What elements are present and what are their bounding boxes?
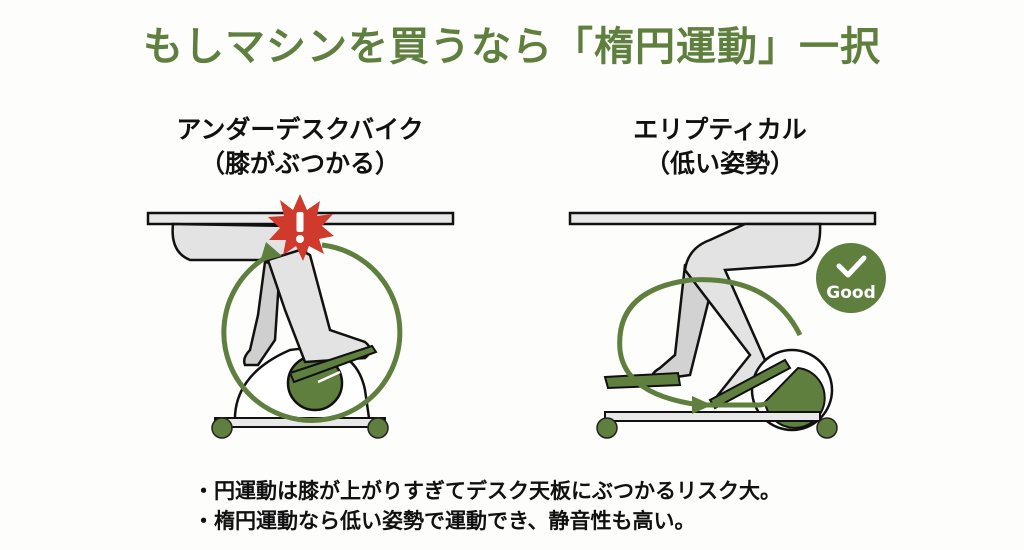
good-badge: Good	[816, 243, 886, 313]
page-title: もしマシンを買うなら「楕円運動」一択	[143, 24, 881, 70]
back-leg	[242, 260, 282, 367]
checkmark-icon	[836, 255, 867, 278]
circular-motion-arrow	[221, 242, 403, 423]
under-desk-bike-heading: アンダーデスクバイク （膝がぶつかる）	[140, 113, 460, 181]
desk-top	[568, 211, 877, 226]
elliptical-title: エリプティカル	[633, 115, 807, 144]
exclamation-burst-icon	[268, 194, 334, 261]
bullet-item: ・楕円運動なら低い姿勢で運動でき、静音性も高い。	[193, 509, 696, 533]
back-pedal	[603, 371, 682, 390]
elliptical-motion-arrow	[617, 277, 803, 408]
arrowhead	[260, 242, 282, 262]
under-desk-bike-subtitle: （膝がぶつかる）	[199, 149, 400, 178]
elliptical-illustration: Good	[568, 211, 886, 439]
bike-base-bar	[604, 411, 821, 422]
front-wheel	[596, 417, 618, 439]
elliptical-subtitle: （低い姿勢）	[644, 149, 795, 178]
good-badge-label: Good	[826, 283, 875, 303]
under-desk-bike-title: アンダーデスクバイク	[176, 115, 424, 144]
pedal	[288, 344, 378, 384]
bullet-item: ・円運動は膝が上がりすぎてデスク天板にぶつかるリスク大。	[193, 479, 781, 503]
front-leg	[266, 248, 372, 364]
elliptical-heading: エリプティカル （低い姿勢）	[560, 113, 880, 181]
bullet-list: ・円運動は膝が上がりすぎてデスク天板にぶつかるリスク大。 ・楕円運動なら低い姿勢…	[193, 476, 893, 536]
rear-wheel	[367, 417, 389, 439]
rear-wheel	[816, 417, 838, 439]
arrowhead	[692, 396, 712, 414]
under-desk-bike-illustration	[146, 194, 455, 439]
front-wheel	[211, 417, 233, 439]
